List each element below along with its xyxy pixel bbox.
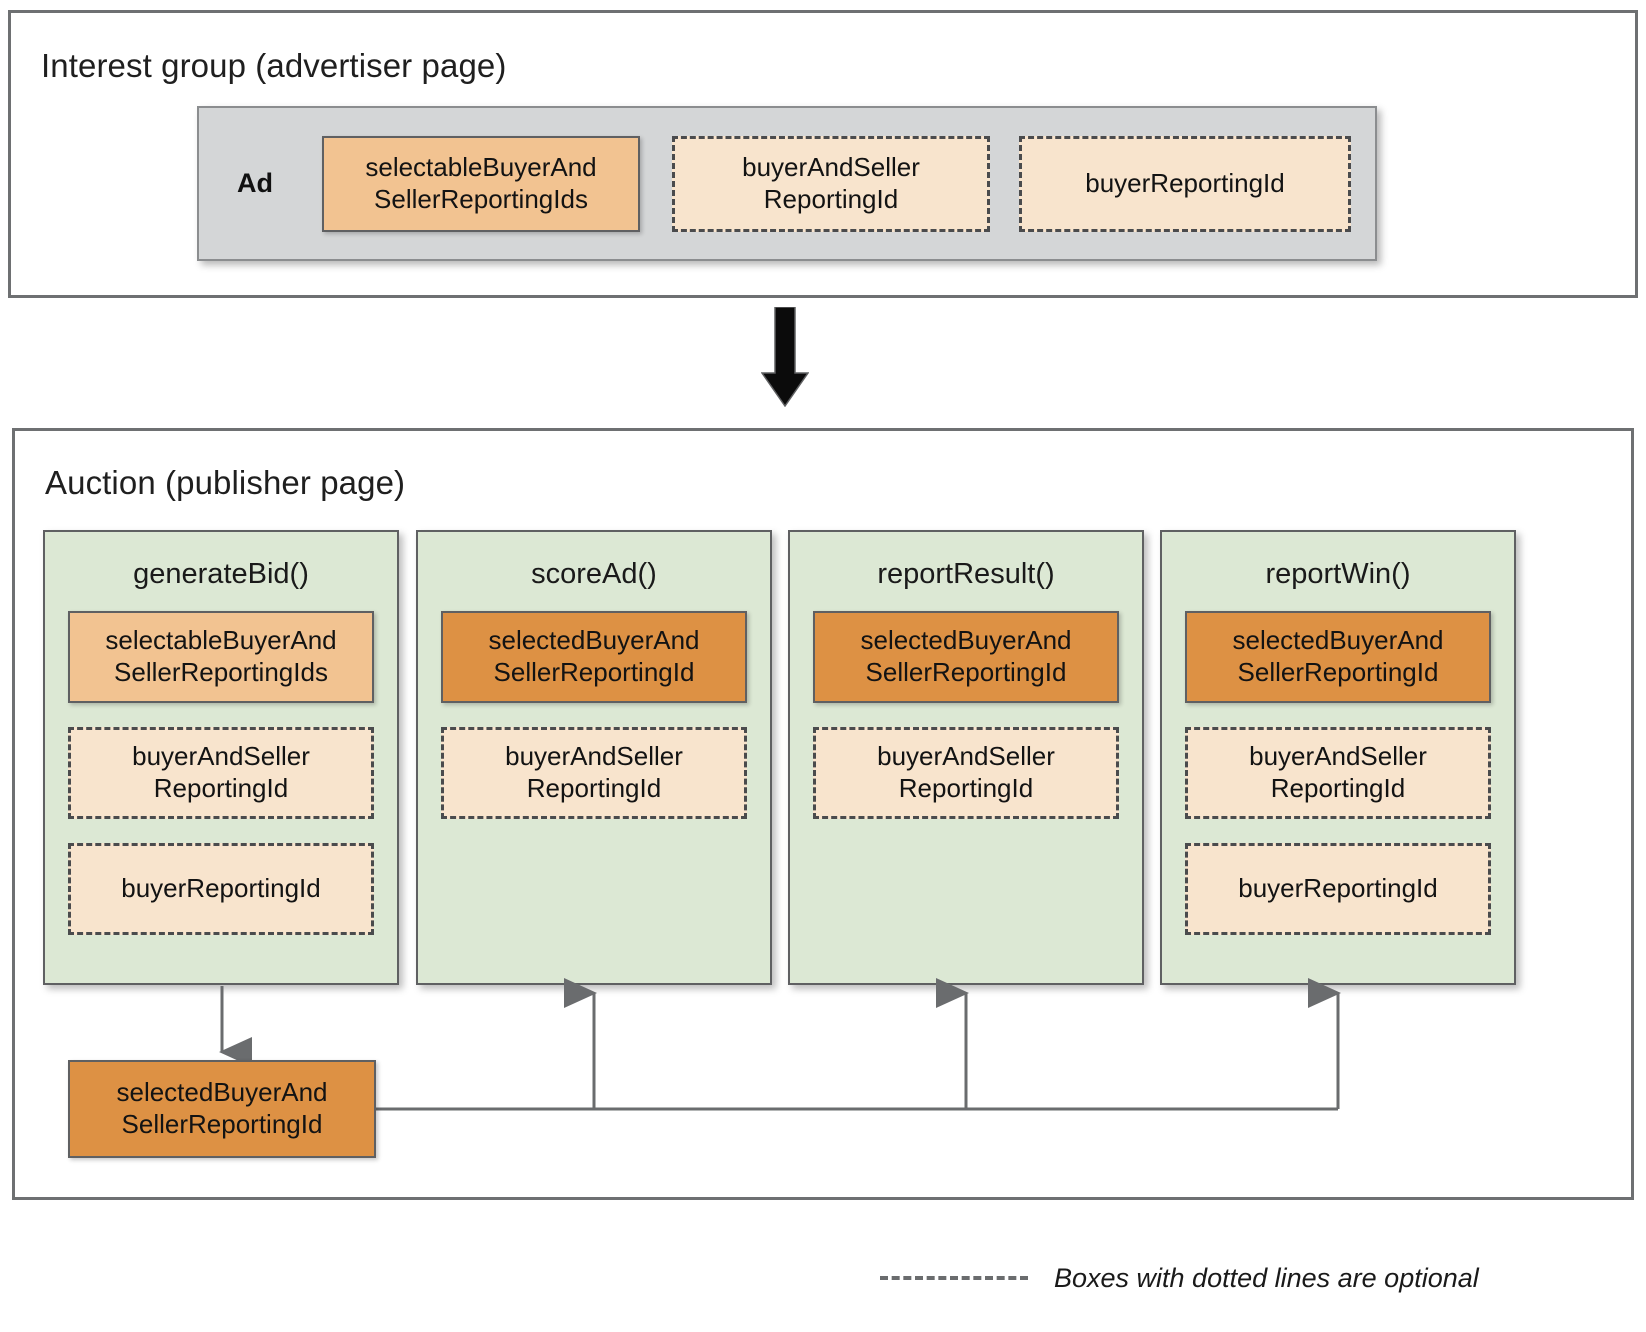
field-line-1: selectedBuyerAnd [860, 625, 1072, 656]
function-column-reportwin: reportWin() selectedBuyerAnd SellerRepor… [1160, 530, 1516, 985]
ad-container: Ad selectableBuyerAnd SellerReportingIds… [197, 106, 1377, 261]
field-line-2: ReportingId [153, 773, 289, 803]
function-column-reportresult: reportResult() selectedBuyerAnd SellerRe… [788, 530, 1144, 985]
field-line-2: SellerReportingIds [374, 183, 588, 214]
ad-field-selectable-buyer-and-seller-reporting-ids: selectableBuyerAnd SellerReportingIds [322, 135, 640, 232]
reportresult-field-buyer-and-seller-reporting-id: buyerAndSeller ReportingId [813, 727, 1119, 819]
field-line-2: SellerReportingId [865, 657, 1067, 687]
field-line-2: ReportingId [898, 773, 1034, 803]
field-line-1: selectableBuyerAnd [105, 625, 337, 656]
reportresult-field-selected-buyer-and-seller-reporting-id: selectedBuyerAnd SellerReportingId [813, 611, 1119, 703]
reportwin-field-selected-buyer-and-seller-reporting-id: selectedBuyerAnd SellerReportingId [1185, 611, 1491, 703]
field-line-1: selectableBuyerAnd [365, 151, 597, 182]
field-line-2: ReportingId [763, 183, 899, 214]
auction-title: Auction (publisher page) [45, 464, 406, 501]
field-line-1: selectedBuyerAnd [488, 625, 700, 656]
legend: Boxes with dotted lines are optional [880, 1255, 1620, 1301]
scoread-field-selected-buyer-and-seller-reporting-id: selectedBuyerAnd SellerReportingId [441, 611, 747, 703]
field-line-1: buyerAndSeller [1249, 741, 1427, 772]
field-line-2: SellerReportingId [1237, 657, 1439, 687]
function-title: generateBid() [133, 558, 309, 590]
field-line-2: SellerReportingId [121, 1109, 323, 1139]
interest-group-section: Interest group (advertiser page) Ad sele… [8, 10, 1638, 298]
function-title: scoreAd() [531, 558, 657, 590]
down-arrow-icon [761, 307, 809, 407]
field-line-2: SellerReportingId [493, 657, 695, 687]
field-line-2: ReportingId [1270, 773, 1406, 803]
field-line-2: ReportingId [526, 773, 662, 803]
scoread-field-buyer-and-seller-reporting-id: buyerAndSeller ReportingId [441, 727, 747, 819]
function-title: reportWin() [1265, 558, 1411, 590]
field-line-1: buyerAndSeller [742, 151, 920, 182]
function-column-scoread: scoreAd() selectedBuyerAnd SellerReporti… [416, 530, 772, 985]
legend-label: Boxes with dotted lines are optional [1054, 1262, 1479, 1293]
field-line-1: selectedBuyerAnd [1232, 625, 1444, 656]
generatebid-field-buyer-reporting-id: buyerReportingId [68, 843, 374, 935]
ad-label: Ad [237, 168, 273, 198]
generatebid-field-buyer-and-seller-reporting-id: buyerAndSeller ReportingId [68, 727, 374, 819]
interest-group-title: Interest group (advertiser page) [41, 47, 507, 84]
field-line-1: buyerReportingId [121, 873, 321, 904]
reportwin-field-buyer-reporting-id: buyerReportingId [1185, 843, 1491, 935]
field-line-1: selectedBuyerAnd [116, 1077, 328, 1108]
function-title: reportResult() [877, 558, 1055, 590]
legend-dashed-line-icon [880, 1276, 1028, 1280]
function-column-generatebid: generateBid() selectableBuyerAnd SellerR… [43, 530, 399, 985]
field-line-1: buyerAndSeller [877, 741, 1055, 772]
reportwin-field-buyer-and-seller-reporting-id: buyerAndSeller ReportingId [1185, 727, 1491, 819]
field-line-1: buyerAndSeller [505, 741, 683, 772]
ad-field-buyer-and-seller-reporting-id: buyerAndSeller ReportingId [672, 135, 990, 232]
field-line-1: buyerReportingId [1238, 873, 1438, 904]
ad-field-buyer-reporting-id: buyerReportingId [1019, 135, 1351, 232]
field-line-2: SellerReportingIds [114, 657, 328, 687]
field-line-1: buyerAndSeller [132, 741, 310, 772]
generatebid-field-selectable-buyer-and-seller-reporting-ids: selectableBuyerAnd SellerReportingIds [68, 611, 374, 703]
field-line-1: buyerReportingId [1085, 167, 1285, 198]
output-box-selected-buyer-and-seller-reporting-id: selectedBuyerAnd SellerReportingId [68, 1060, 376, 1158]
